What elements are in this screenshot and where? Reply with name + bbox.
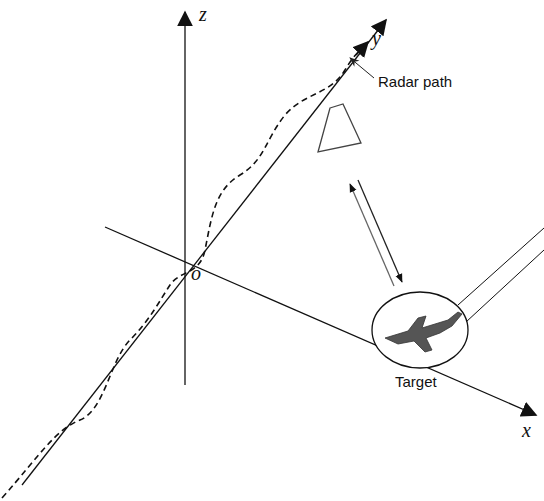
- zoom-line: [458, 228, 544, 305]
- path-arrowhead: [356, 42, 368, 55]
- radar-antenna: [318, 104, 361, 152]
- target-ellipse: [372, 292, 468, 368]
- radar-path: [2, 46, 364, 498]
- axis-label: x: [522, 420, 531, 440]
- leader-line: [350, 58, 374, 78]
- airplane: [385, 312, 462, 352]
- origin-label: o: [191, 263, 201, 283]
- axis-label: z: [199, 4, 207, 24]
- axis-label: y: [372, 28, 381, 48]
- echo-arrow: [350, 184, 394, 286]
- z-axis: [184, 12, 185, 385]
- x-axis: [105, 227, 536, 415]
- callout-label: Radar path: [378, 74, 452, 89]
- zoom-line: [466, 250, 544, 322]
- transmit-arrow: [358, 180, 402, 282]
- target-label: Target: [395, 374, 437, 389]
